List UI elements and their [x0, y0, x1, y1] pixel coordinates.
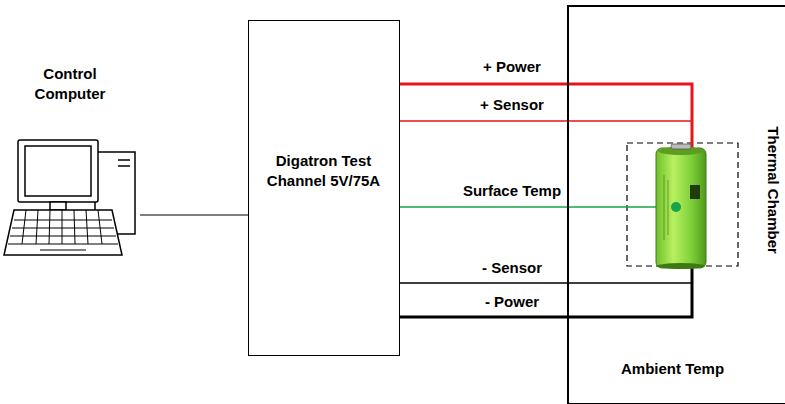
surface-temp-wire — [400, 206, 674, 208]
node-title: Control Computer — [15, 64, 125, 105]
sensor-plus-wire — [400, 121, 692, 150]
signal-label: + Power — [483, 58, 541, 75]
signal-label: Surface Temp — [463, 182, 561, 199]
computer-node: Control Computer — [5, 60, 140, 260]
node-title: Digatron Test Channel 5V/75A — [264, 151, 384, 192]
temp-sensor-dot — [671, 202, 681, 212]
sensor-minus-wire — [400, 266, 692, 283]
power-minus-wire — [400, 266, 692, 317]
signal-label: - Power — [485, 293, 539, 310]
thermal-chamber: Thermal ChamberAmbient Temp — [567, 5, 785, 404]
test-channel-box: Digatron Test Channel 5V/75A — [248, 20, 400, 356]
battery-cell — [656, 144, 706, 269]
signal-label: + Sensor — [480, 96, 544, 113]
signal-label: - Sensor — [482, 259, 542, 276]
node-title: Thermal Chamber — [763, 126, 783, 254]
power-plus-wire — [400, 84, 692, 150]
data-link — [140, 214, 248, 215]
computer-icon — [4, 140, 135, 255]
node-note: Ambient Temp — [621, 359, 724, 379]
